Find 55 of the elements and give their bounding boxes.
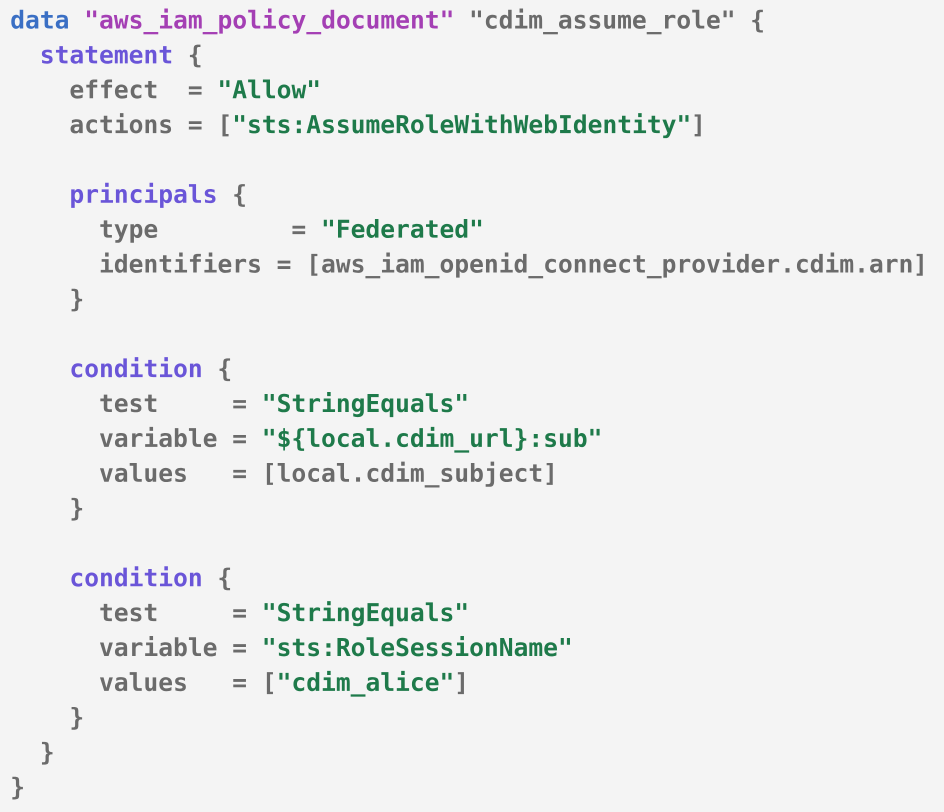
- code-text: effect: [70, 80, 156, 99]
- code-text: values: [100, 672, 186, 692]
- code-punctuation: ]: [458, 672, 464, 694]
- code-punctuation: ]: [546, 463, 553, 485]
- code-punctuation: =: [278, 260, 290, 269]
- string-literal: "sts:RoleSessionName": [264, 636, 570, 656]
- code-punctuation: }: [72, 498, 82, 521]
- code-punctuation: [: [222, 114, 229, 136]
- code-punctuation: =: [188, 86, 202, 95]
- code-punctuation: }: [42, 742, 52, 765]
- code-punctuation: {: [752, 10, 763, 33]
- code-text: actions: [70, 113, 172, 134]
- block-name: condition: [71, 566, 201, 587]
- code-punctuation: [: [266, 463, 273, 485]
- code-punctuation: }: [12, 776, 23, 800]
- code-text: test: [100, 394, 156, 412]
- code-punctuation: =: [233, 609, 246, 618]
- code-punctuation: =: [233, 679, 246, 688]
- code-punctuation: {: [234, 184, 245, 207]
- string-literal: "cdim_alice": [279, 670, 452, 697]
- block-name: statement: [42, 46, 172, 64]
- code-text: local.cdim_subject: [278, 462, 542, 488]
- code-punctuation: {: [220, 358, 230, 382]
- code-punctuation: =: [292, 226, 306, 234]
- string-literal: "Federated": [324, 218, 482, 238]
- string-literal: "StringEquals": [264, 601, 466, 626]
- code-text: identifiers: [100, 252, 260, 273]
- code-text: test: [100, 604, 156, 622]
- resource-type: "aws_iam_policy_document": [86, 8, 452, 34]
- string-literal: "Allow": [220, 80, 318, 99]
- code-punctuation: {: [220, 568, 230, 590]
- code-punctuation: }: [72, 288, 82, 312]
- code-keyword: data: [11, 10, 68, 29]
- code-punctuation: =: [233, 470, 246, 478]
- code-punctuation: }: [72, 707, 82, 730]
- string-literal: "StringEquals": [264, 392, 466, 418]
- code-text: type: [100, 220, 158, 243]
- code-text: variable: [100, 426, 216, 448]
- code-punctuation: ]: [916, 254, 923, 276]
- code-text: "cdim_assume_role": [472, 8, 733, 34]
- string-literal: "sts:AssumeRoleWithWebIdentity": [234, 113, 688, 138]
- block-name: principals: [71, 182, 216, 208]
- code-punctuation: =: [233, 644, 246, 652]
- code-punctuation: ]: [694, 114, 701, 136]
- code-text: values: [100, 463, 186, 482]
- string-literal: "${local.cdim_url}:sub": [264, 426, 600, 453]
- code-punctuation: [: [266, 672, 273, 694]
- code-punctuation: {: [190, 44, 200, 68]
- code-punctuation: [: [311, 254, 318, 276]
- code-punctuation: =: [233, 400, 246, 408]
- block-name: condition: [71, 357, 201, 378]
- code-punctuation: =: [233, 434, 246, 444]
- code-text: variable: [100, 636, 216, 656]
- code-text: aws_iam_openid_connect_provider.cdim.arn: [322, 252, 912, 278]
- code-punctuation: =: [188, 121, 202, 130]
